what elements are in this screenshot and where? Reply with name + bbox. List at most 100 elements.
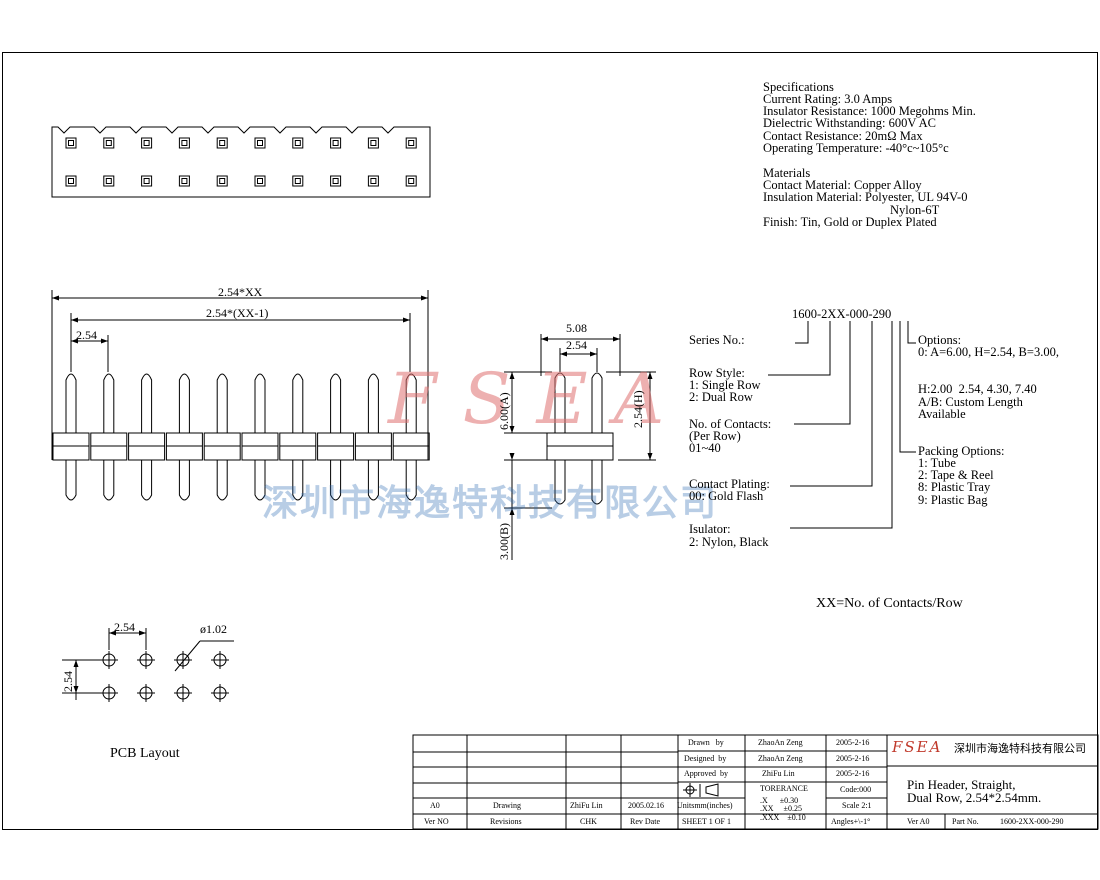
top-pin-core	[219, 178, 226, 184]
front-pin-bottom	[254, 460, 266, 501]
materials-heading: Materials	[763, 166, 811, 180]
tb-company: 深圳市海逸特科技有限公司	[954, 742, 1086, 755]
pcb-hole-dia: ø1.02	[200, 622, 227, 636]
top-pin-square	[141, 175, 153, 187]
front-view	[52, 373, 430, 501]
specifications-heading: Specifications	[763, 80, 834, 94]
label-plating: Contact Plating:	[689, 477, 770, 491]
top-pin-square	[65, 175, 77, 187]
top-pin-core	[257, 178, 263, 184]
tb-logo: FSEA	[892, 738, 943, 756]
tb-title-line: Dual Row, 2.54*2.54mm.	[907, 790, 1042, 805]
label-options-line: Available	[918, 407, 966, 421]
top-pin-square	[367, 137, 379, 149]
tb-designed-label: Designed by	[684, 754, 727, 763]
top-pin-core	[181, 178, 188, 184]
side-pin-left	[554, 372, 566, 433]
tb-code: Code:000	[840, 785, 872, 794]
watermark-logo: FSEA	[388, 358, 691, 440]
front-pin-bottom	[65, 460, 77, 501]
tb-head-ver: Ver NO	[424, 817, 449, 826]
spec-line: Insulator Resistance: 1000 Megohms Min.	[763, 104, 976, 118]
front-pin-bottom	[405, 460, 417, 501]
top-pin-core	[257, 140, 263, 146]
top-pin-core	[105, 140, 112, 146]
top-pin-square	[405, 137, 417, 149]
label-insulator: Isulator:	[689, 522, 731, 536]
top-pin-square	[103, 137, 115, 149]
top-view-pins	[65, 137, 417, 187]
dim-pitch: 2.54	[76, 328, 97, 342]
front-pin-top	[330, 373, 342, 433]
label-options-line: H:2.00 2.54, 4.30, 7.40	[918, 382, 1037, 396]
label-row-style: Row Style:	[689, 366, 745, 380]
xx-note: XX=No. of Contacts/Row	[816, 596, 963, 611]
label-packing-opt: 9: Plastic Bag	[918, 493, 988, 507]
front-pin-bottom	[103, 460, 115, 501]
tb-tol-x: .X ±0.30	[760, 796, 799, 805]
top-pin-square	[330, 175, 342, 187]
top-pin-core	[332, 178, 339, 184]
label-contacts-sub: (Per Row)	[689, 429, 741, 443]
tb-head-date: Rev Date	[630, 817, 660, 826]
dim-total-length: 2.54*XX	[218, 285, 263, 299]
top-pin-square	[178, 137, 190, 149]
label-contacts-range: 01~40	[689, 441, 721, 455]
side-pin-right	[591, 372, 603, 433]
material-line: Finish: Tin, Gold or Duplex Plated	[763, 215, 937, 229]
front-pin-top	[65, 373, 77, 433]
tb-sheet: SHEET 1 OF 1	[682, 817, 731, 826]
top-pin-square	[216, 137, 228, 149]
front-pin-bottom	[292, 460, 304, 501]
top-pin-core	[143, 178, 150, 184]
tb-drawn-date: 2005-2-16	[836, 738, 870, 747]
part-number: 1600-2XX-000-290	[792, 307, 892, 321]
tb-designed-date: 2005-2-16	[836, 754, 870, 763]
label-options-line: 0: A=6.00, H=2.54, B=3.00,	[918, 345, 1059, 359]
front-pin-bottom	[141, 460, 153, 501]
top-pin-core	[294, 178, 301, 184]
tb-approved-label: Approved by	[684, 769, 728, 778]
top-pin-core	[143, 140, 150, 146]
tb-units: Unitsmm(inches)	[677, 801, 733, 810]
material-line: Contact Material: Copper Alloy	[763, 178, 922, 192]
label-packing-opt: 8: Plastic Tray	[918, 480, 991, 494]
pcb-pitch-y: 2.54	[61, 671, 75, 692]
tb-tolerance-label: TORERANCE	[760, 784, 808, 793]
tb-part-label: Part No.	[952, 817, 979, 826]
front-pin-top	[405, 373, 417, 433]
tb-approved-date: 2005-2-16	[836, 769, 870, 778]
dim-h: 2.54(H)	[631, 390, 645, 428]
part-number-leaders	[768, 321, 916, 529]
tb-ver: Ver A0	[907, 817, 930, 826]
tb-tol-xx: .XX ±0.25	[760, 804, 802, 813]
label-options-line: A/B: Custom Length	[918, 395, 1023, 409]
top-pin-core	[68, 178, 74, 184]
tb-rev-ver: A0	[430, 801, 440, 810]
label-series: Series No.:	[689, 333, 745, 347]
pcb-layout	[100, 651, 229, 702]
label-row-style-opt: 2: Dual Row	[689, 390, 753, 404]
spec-line: Current Rating: 3.0 Amps	[763, 92, 893, 106]
material-line: Insulation Material: Polyester, UL 94V-0	[763, 190, 968, 204]
top-pin-square	[330, 137, 342, 149]
tb-tol-xxx: .XXX ±0.10	[760, 813, 806, 822]
top-pin-square	[292, 137, 304, 149]
top-pin-square	[103, 175, 115, 187]
front-pin-bottom	[367, 460, 379, 501]
label-packing-opt: 2: Tape & Reel	[918, 468, 994, 482]
top-pin-square	[292, 175, 304, 187]
label-plating-opt: 00: Gold Flash	[689, 489, 764, 503]
top-pin-square	[178, 175, 190, 187]
tb-head-rev: Revisions	[490, 817, 522, 826]
watermark-company: 深圳市海逸特科技有限公司	[262, 482, 719, 524]
front-pin-bottom	[216, 460, 228, 501]
top-pin-core	[68, 140, 74, 146]
tb-part-no: 1600-2XX-000-290	[1000, 817, 1064, 826]
tb-rev-chk: ZhiFu Lin	[570, 801, 603, 810]
top-pin-core	[105, 178, 112, 184]
top-pin-square	[405, 175, 417, 187]
front-pin-top	[103, 373, 115, 433]
top-pin-core	[294, 140, 301, 146]
